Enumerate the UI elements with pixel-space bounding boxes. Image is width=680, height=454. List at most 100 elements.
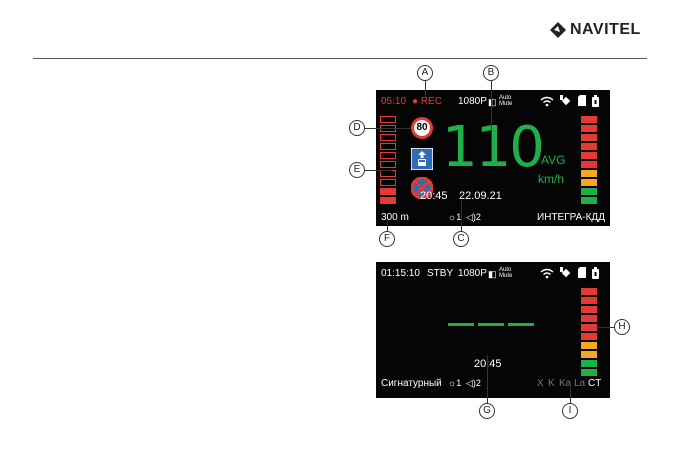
meter-segment-filled xyxy=(581,125,597,132)
volume-one-value: 1 xyxy=(456,378,462,388)
callout-c: C xyxy=(453,231,469,247)
device-screen-standby: 01:15:10 STBY 1080P ◧ Auto Mute 20:45 Си… xyxy=(376,262,610,398)
meter-segment-filled xyxy=(581,297,597,304)
speaker-icon: ◁) xyxy=(466,212,476,222)
meter-segment-empty xyxy=(380,161,396,168)
meter-segment-empty xyxy=(380,116,396,123)
camera-name: ИНТЕГРА-КДД xyxy=(537,212,605,223)
volume-two: ◁)2 xyxy=(466,378,481,389)
sd-card-icon xyxy=(578,267,586,278)
auto-label: Auto xyxy=(499,95,512,101)
battery-icon xyxy=(592,95,599,107)
meter-segment-filled xyxy=(380,188,396,195)
callout-line-e xyxy=(365,170,392,171)
mute-label: Mute xyxy=(499,101,513,107)
meter-segment-empty xyxy=(380,152,396,159)
meter-segment-filled xyxy=(581,170,597,177)
volume-two-value: 2 xyxy=(475,378,481,388)
callout-line-d xyxy=(365,128,411,129)
brand-logo: NAVITEL xyxy=(548,20,658,42)
meter-segment-empty xyxy=(380,134,396,141)
resolution-label: 1080P xyxy=(458,268,487,279)
navitel-logo-icon xyxy=(550,22,566,38)
battery-icon xyxy=(592,267,599,279)
meter-segment-filled xyxy=(581,306,597,313)
wifi-icon xyxy=(540,96,554,107)
resolution-label: 1080P xyxy=(458,96,487,107)
clock: 20:45 xyxy=(420,190,448,202)
meter-segment-filled xyxy=(581,143,597,150)
callout-e: E xyxy=(349,162,365,178)
speed-unit: km/h xyxy=(538,172,565,186)
header-divider xyxy=(33,58,647,59)
meter-segment-filled xyxy=(581,360,597,367)
speed-limit-sign: 80 xyxy=(411,117,433,139)
callout-line-i xyxy=(570,384,571,403)
band-x: X xyxy=(537,378,544,389)
speaker-icon: ◁) xyxy=(466,378,476,388)
signature-mode-label: Сигнатурный xyxy=(381,378,442,389)
meter-segment-empty xyxy=(380,179,396,186)
brand-name: NAVITEL xyxy=(570,21,641,38)
rec-indicator: ● REC xyxy=(412,96,442,107)
brightness-icon: ☼ xyxy=(448,378,457,388)
band-ka: Ka xyxy=(559,378,572,389)
volume-one: ☼1 xyxy=(448,212,461,222)
callout-line-b xyxy=(491,81,492,131)
sd-card-icon xyxy=(578,95,586,106)
mute-camera-icon: ◧ xyxy=(488,97,497,107)
bus-lane-sign-icon xyxy=(411,148,433,170)
current-speed: 110 xyxy=(442,115,545,180)
meter-segment-filled xyxy=(581,342,597,349)
band-la: La xyxy=(574,378,586,389)
callout-line-g xyxy=(487,355,488,403)
callout-line-a xyxy=(425,81,426,97)
speed-placeholder-dash xyxy=(448,323,474,326)
meter-segment-filled xyxy=(581,333,597,340)
callout-i: I xyxy=(562,403,578,419)
meter-segment-filled xyxy=(581,288,597,295)
callout-g: G xyxy=(479,403,495,419)
meter-segment-filled xyxy=(581,161,597,168)
meter-segment-filled xyxy=(581,134,597,141)
meter-segment-empty xyxy=(380,170,396,177)
speed-limit-value: 80 xyxy=(416,122,428,133)
band-ct: CT xyxy=(588,378,602,389)
avg-label: AVG xyxy=(541,153,566,167)
volume-one: ☼1 xyxy=(448,378,461,388)
callout-a: A xyxy=(417,65,433,81)
brightness-icon: ☼ xyxy=(448,212,457,222)
meter-segment-filled xyxy=(581,324,597,331)
meter-segment-filled xyxy=(581,351,597,358)
meter-segment-filled xyxy=(581,152,597,159)
meter-segment-empty xyxy=(380,143,396,150)
distance-to-camera: 300 m xyxy=(381,212,409,223)
meter-segment-filled xyxy=(581,197,597,204)
device-screen-recording: 05:10 ● REC 1080P ◧ Auto Mute 80 xyxy=(376,90,610,226)
meter-segment-filled xyxy=(380,197,396,204)
speed-placeholder-dash xyxy=(508,323,534,326)
record-time: 05:10 xyxy=(381,96,407,107)
volume-one-value: 1 xyxy=(456,212,462,222)
meter-segment-filled xyxy=(581,116,597,123)
wifi-icon xyxy=(540,268,554,279)
date: 22.09.21 xyxy=(459,190,502,202)
callout-h: H xyxy=(614,319,630,335)
volume-two-value: 2 xyxy=(475,212,481,222)
meter-segment-filled xyxy=(581,369,597,376)
callout-line-f xyxy=(387,220,388,231)
mute-camera-icon: ◧ xyxy=(488,269,497,279)
meter-segment-filled xyxy=(581,188,597,195)
record-time: 01:15:10 xyxy=(381,268,420,279)
callout-f: F xyxy=(379,231,395,247)
standby-label: STBY xyxy=(427,268,454,279)
meter-segment-filled xyxy=(581,179,597,186)
band-k: K xyxy=(548,378,555,389)
speed-placeholder-dash xyxy=(478,323,504,326)
no-stopping-sign-icon xyxy=(411,177,433,199)
callout-line-h xyxy=(598,327,614,328)
satellite-icon xyxy=(560,267,571,278)
callout-d: D xyxy=(349,120,365,136)
volume-two: ◁)2 xyxy=(466,212,481,223)
callout-line-c xyxy=(461,200,462,231)
